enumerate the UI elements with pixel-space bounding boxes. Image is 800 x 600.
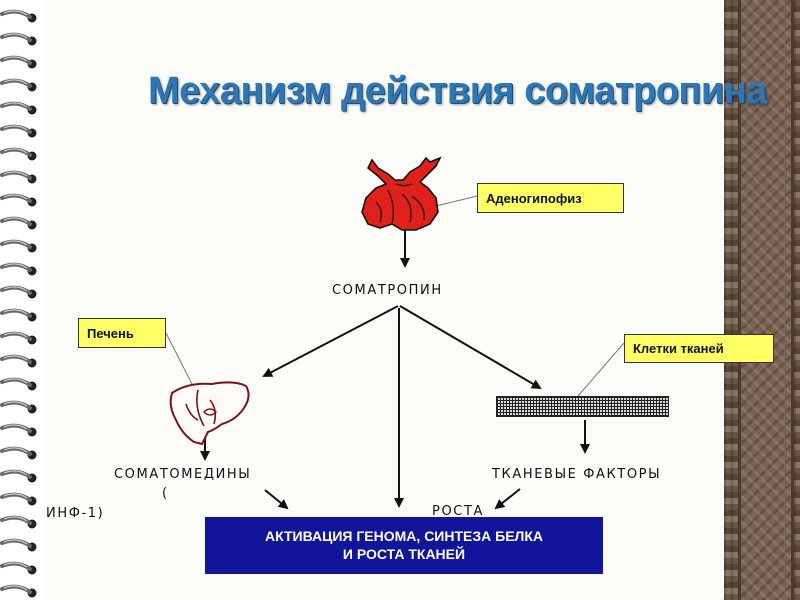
adeno-pointer-line xyxy=(431,195,478,208)
arrow-somatotropin-to-liver xyxy=(262,305,399,377)
node-somatotropin: СОМАТРОПИН xyxy=(332,283,443,298)
tissue-cells-icon xyxy=(496,396,669,417)
cells-pointer-line xyxy=(577,342,625,397)
label-tissue-cells: Клетки тканей xyxy=(624,334,774,363)
liver-pointer-line xyxy=(165,332,196,391)
label-adenohypophysis: Аденогипофиз xyxy=(477,183,624,213)
arrow-somatotropin-to-tissues xyxy=(399,305,542,390)
decorative-border xyxy=(724,0,800,600)
result-line-1: АКТИВАЦИЯ ГЕНОМА, СИНТЕЗА БЕЛКА xyxy=(264,528,544,544)
slide-title: Механизм действия соматропина xyxy=(148,70,767,112)
arrow-somatomedins-to-result xyxy=(264,489,289,510)
label-liver: Печень xyxy=(78,318,166,348)
growth-fragment: РОСТА xyxy=(432,504,484,519)
node-somatomedins: СОМАТОМЕДИНЫ xyxy=(114,467,252,482)
result-box: АКТИВАЦИЯ ГЕНОМА, СИНТЕЗА БЕЛКА И РОСТА … xyxy=(205,517,603,574)
igf-fragment: ИНФ-1) xyxy=(46,506,105,521)
arrow-factors-to-result xyxy=(494,488,521,510)
node-tissue-factors: ТКАНЕВЫЕ ФАКТОРЫ xyxy=(492,467,662,482)
somatomedins-paren: ( xyxy=(162,486,168,501)
result-line-2: И РОСТА ТКАНЕЙ xyxy=(342,546,466,562)
spiral-binding xyxy=(0,0,44,600)
